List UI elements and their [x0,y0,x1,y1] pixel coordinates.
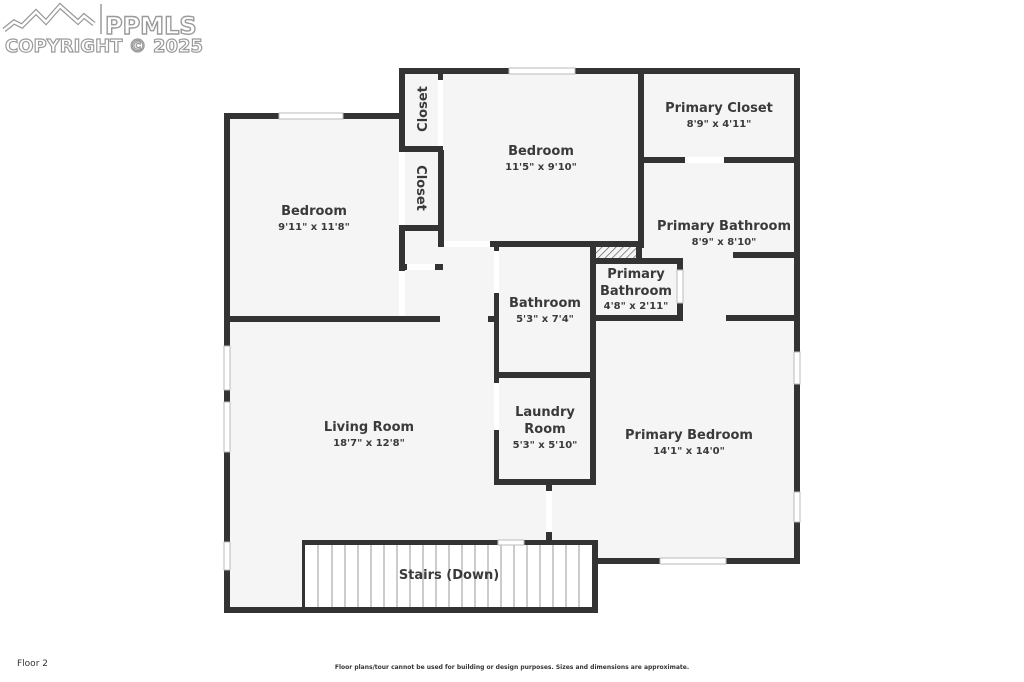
window [223,401,231,453]
room-primary-bathroom-small: Primary Bathroom 4'8" x 2'11" [600,267,672,312]
window [223,541,231,571]
disclaimer: Floor plans/tour cannot be used for buil… [0,664,1024,671]
room-name: Primary Bathroom [657,219,791,234]
room-stairs: Stairs (Down) [399,568,499,583]
watermark-copyright: COPYRIGHT © 2025 [4,35,204,57]
room-dimensions: 14'1" x 14'0" [653,446,725,457]
window [508,67,576,75]
window [223,345,231,391]
room-dimensions: 5'3" x 7'4" [516,314,574,325]
room-name: Bedroom [508,144,574,159]
room-name: Living Room [324,420,414,435]
room-dimensions: 8'9" x 8'10" [692,237,757,248]
room-name-line2: Bathroom [600,284,672,299]
room-living-room: Living Room 18'7" x 12'8" [324,420,414,449]
room-name-line2: Room [524,422,565,437]
room-name-line1: Laundry [515,405,575,420]
room-dimensions: 9'11" x 11'8" [278,222,350,233]
room-name: Primary Bedroom [625,428,753,443]
window [278,112,344,120]
room-name: Stairs (Down) [399,568,499,583]
stairs [304,544,594,608]
window [659,557,727,565]
room-dimensions: 18'7" x 12'8" [333,438,405,449]
room-bedroom-left: Bedroom 9'11" x 11'8" [278,204,350,233]
window [793,351,801,385]
room-name: Primary Closet [665,101,773,116]
window [793,491,801,523]
window [676,269,684,304]
room-name: Closet [416,86,431,132]
window [497,539,525,546]
room-name: Bedroom [281,204,347,219]
windows [223,67,801,571]
room-name: Bathroom [509,296,581,311]
room-closet-mid: Closet [413,165,428,211]
room-dimensions: 8'9" x 4'11" [687,119,752,130]
room-bedroom-top: Bedroom 11'5" x 9'10" [505,144,577,173]
room-primary-closet: Primary Closet 8'9" x 4'11" [665,101,773,130]
room-primary-bedroom: Primary Bedroom 14'1" x 14'0" [625,428,753,457]
mountain-logo-icon [2,2,102,34]
floor-label: Floor 2 [17,659,48,669]
doorways [399,80,724,532]
room-primary-bathroom-main: Primary Bathroom 8'9" x 8'10" [657,219,791,248]
room-laundry: Laundry Room 5'3" x 5'10" [513,405,578,451]
stair-treads [317,544,580,608]
watermark-brand: PPMLS [104,11,197,40]
hatched-area [596,247,636,258]
room-closet-top: Closet [416,86,431,132]
room-dimensions: 11'5" x 9'10" [505,162,577,173]
ppmls-watermark: PPMLS COPYRIGHT © 2025 [2,2,207,58]
room-dimensions: 4'8" x 2'11" [604,301,669,312]
room-dimensions: 5'3" x 5'10" [513,440,578,451]
room-name-line1: Primary [607,267,665,282]
room-name: Closet [413,165,428,211]
room-bathroom: Bathroom 5'3" x 7'4" [509,296,581,325]
disclaimer-text: Floor plans/tour cannot be used for buil… [334,664,690,671]
